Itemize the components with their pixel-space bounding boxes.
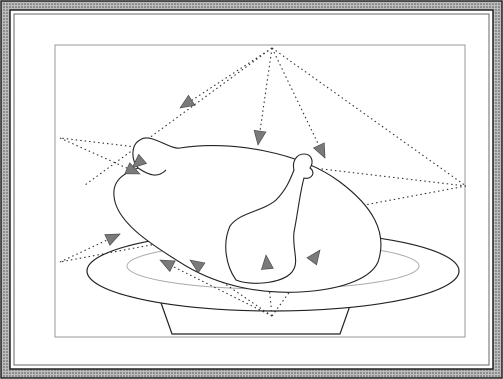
ray-top-far-right <box>271 47 467 187</box>
arrowheads <box>104 94 326 274</box>
arrowhead-top-left-long <box>131 153 148 169</box>
arrowhead-left-upper <box>124 162 141 175</box>
ray-top-left <box>179 47 273 109</box>
ray-left-upper <box>59 137 141 175</box>
arrowhead-bottom-mid <box>260 254 274 270</box>
ray-right-lower <box>59 185 467 263</box>
ray-bottom-far-left <box>159 259 273 317</box>
turkey-wing-fold <box>137 167 167 176</box>
arrowhead-bottom-far-left <box>159 259 176 273</box>
arrowhead-bottom-right <box>306 249 321 266</box>
inner-border <box>54 44 466 338</box>
arrowhead-top-right <box>312 142 326 159</box>
ray-right-upper <box>59 137 467 187</box>
ray-bottom-left <box>189 259 273 317</box>
arrowhead-left-lower <box>104 233 121 246</box>
ray-top-mid <box>257 47 273 146</box>
arrowhead-bottom-left <box>189 259 206 274</box>
arrowhead-top-mid <box>253 129 267 146</box>
arrowhead-top-left <box>179 94 196 109</box>
ray-bottom-mid <box>265 254 273 317</box>
turkey-drumstick <box>225 153 314 284</box>
